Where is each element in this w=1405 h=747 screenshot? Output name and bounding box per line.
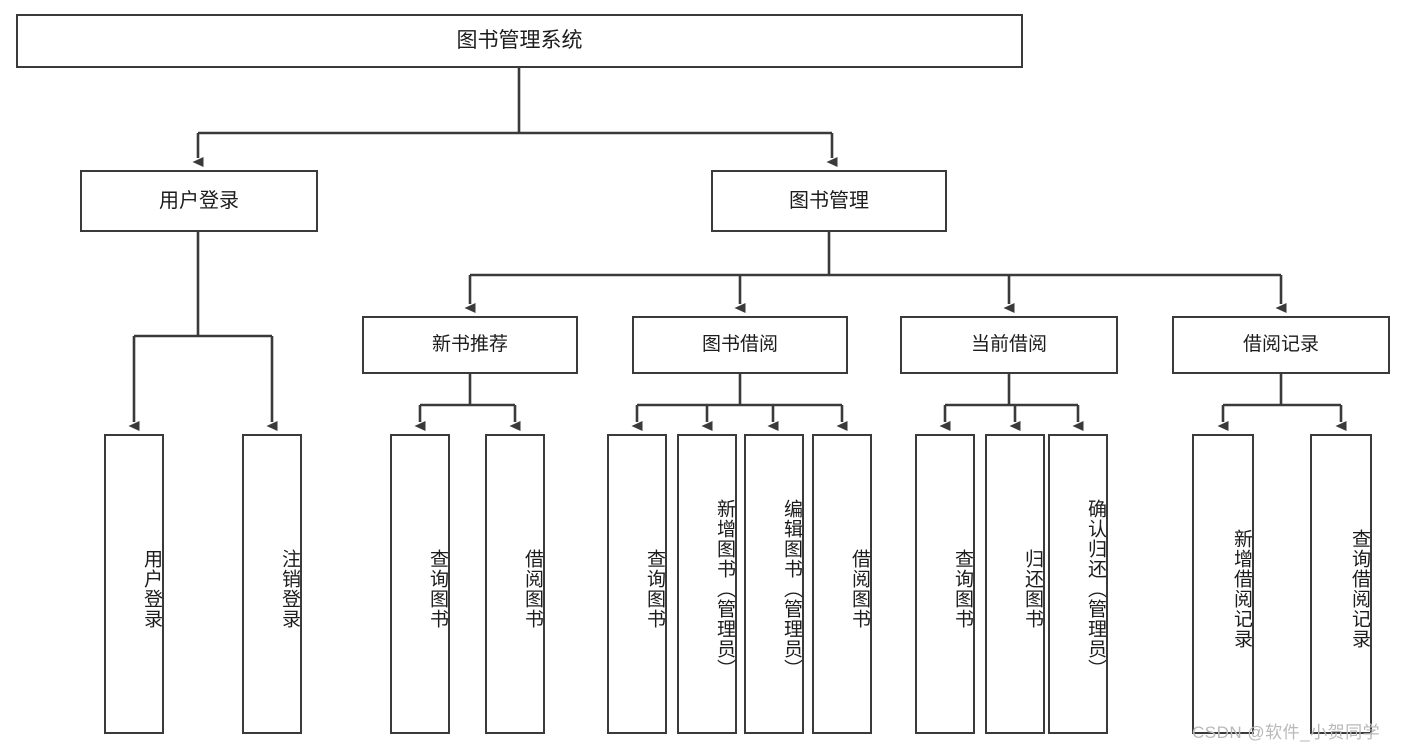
node-new-book-recommend-label: 新书推荐 bbox=[431, 334, 508, 356]
leaf-label: 借阅图书 bbox=[522, 549, 543, 629]
leaf-book-borrow-add[interactable]: 新增图书（管理员） bbox=[677, 434, 737, 734]
leaf-current-borrow-confirm-return[interactable]: 确认归还（管理员） bbox=[1048, 434, 1108, 734]
watermark: CSDN @软件_小贺同学 bbox=[1192, 723, 1381, 742]
node-book-borrow[interactable]: 图书借阅 bbox=[632, 316, 848, 374]
leaf-user-login-logout[interactable]: 注销登录 bbox=[242, 434, 302, 734]
leaf-label: 查询图书 bbox=[644, 549, 665, 629]
leaf-book-borrow-edit[interactable]: 编辑图书（管理员） bbox=[744, 434, 804, 734]
leaf-user-login-login[interactable]: 用户登录 bbox=[104, 434, 164, 734]
node-current-borrow[interactable]: 当前借阅 bbox=[900, 316, 1118, 374]
node-user-login-label: 用户登录 bbox=[159, 189, 239, 212]
node-new-book-recommend[interactable]: 新书推荐 bbox=[362, 316, 578, 374]
node-borrow-record[interactable]: 借阅记录 bbox=[1172, 316, 1390, 374]
node-root[interactable]: 图书管理系统 bbox=[16, 14, 1023, 68]
leaf-label: 确认归还（管理员） bbox=[1085, 499, 1106, 679]
leaf-new-book-query[interactable]: 查询图书 bbox=[390, 434, 450, 734]
leaf-label: 查询图书 bbox=[952, 549, 973, 629]
node-book-borrow-label: 图书借阅 bbox=[701, 334, 778, 356]
leaf-label: 借阅图书 bbox=[849, 549, 870, 629]
node-root-label: 图书管理系统 bbox=[456, 29, 583, 53]
node-current-borrow-label: 当前借阅 bbox=[970, 334, 1047, 356]
leaf-borrow-record-query[interactable]: 查询借阅记录 bbox=[1310, 434, 1372, 734]
leaf-current-borrow-return[interactable]: 归还图书 bbox=[985, 434, 1045, 734]
leaf-label: 归还图书 bbox=[1022, 549, 1043, 629]
leaf-label: 新增图书（管理员） bbox=[714, 499, 735, 679]
leaf-label: 新增借阅记录 bbox=[1231, 529, 1252, 649]
leaf-label: 编辑图书（管理员） bbox=[781, 499, 802, 679]
leaf-new-book-borrow[interactable]: 借阅图书 bbox=[485, 434, 545, 734]
leaf-current-borrow-query[interactable]: 查询图书 bbox=[915, 434, 975, 734]
leaf-label: 注销登录 bbox=[279, 549, 300, 629]
node-book-management-label: 图书管理 bbox=[789, 189, 869, 212]
leaf-book-borrow-borrow[interactable]: 借阅图书 bbox=[812, 434, 872, 734]
leaf-borrow-record-add[interactable]: 新增借阅记录 bbox=[1192, 434, 1254, 734]
leaf-book-borrow-query[interactable]: 查询图书 bbox=[607, 434, 667, 734]
leaf-label: 用户登录 bbox=[141, 549, 162, 629]
leaf-label: 查询借阅记录 bbox=[1349, 529, 1370, 649]
node-borrow-record-label: 借阅记录 bbox=[1242, 334, 1319, 356]
node-book-management[interactable]: 图书管理 bbox=[711, 170, 947, 232]
leaf-label: 查询图书 bbox=[427, 549, 448, 629]
node-user-login[interactable]: 用户登录 bbox=[80, 170, 318, 232]
